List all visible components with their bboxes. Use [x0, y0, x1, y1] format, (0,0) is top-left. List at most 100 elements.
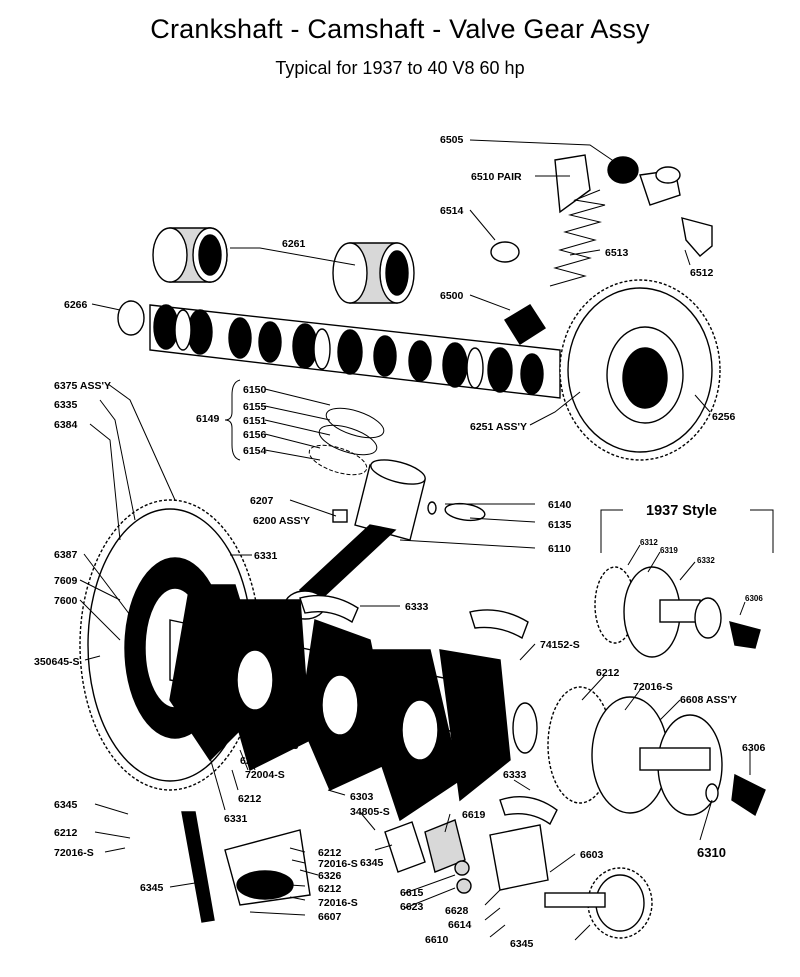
callout-6500: 6500 [440, 290, 464, 302]
callout-6628: 6607 [318, 911, 342, 923]
callout-6212-c: 72016-S [318, 858, 358, 870]
callout-6310: 72016-S [633, 681, 673, 693]
callout-labels: 6505 6510 PAIR 6514 6513 6512 6261 6500 … [34, 134, 766, 950]
callout-6333-right: 6333 [503, 769, 527, 781]
callout-6151: 6151 [243, 415, 267, 427]
oil-screen-cover [384, 821, 426, 873]
callout-6331-lower: 6331 [224, 813, 248, 825]
callout-6154: 6154 [243, 445, 267, 457]
callout-6514: 6514 [440, 205, 464, 217]
callout-6207: 6207 [250, 495, 274, 507]
callout-6211: 6211 [240, 755, 263, 767]
main-bearing-right [469, 609, 529, 640]
callout-6333-upper: 6333 [405, 601, 429, 613]
callout-6331-upper: 6331 [254, 550, 278, 562]
callout-6266: 6266 [64, 299, 88, 311]
valve-spring [549, 189, 606, 287]
inset-1937-style [594, 509, 774, 658]
callout-6261: 6261 [282, 238, 306, 250]
callout-6384: 6384 [54, 419, 78, 431]
callout-6623: 72016-S [318, 897, 358, 909]
page-subtitle: Typical for 1937 to 40 V8 60 hp [275, 58, 525, 78]
inset-callout-6319: 6306 [745, 594, 763, 603]
callout-6608: 6345 [510, 938, 534, 950]
callout-6505: 6505 [440, 134, 464, 146]
inset-callout-6312: 6332 [697, 556, 715, 565]
callout-72004: 72004-S [245, 769, 285, 781]
callout-6212-b: 6212 [54, 827, 78, 839]
inset-heading: 1937 Style [646, 503, 717, 519]
callout-6326: 6345 [140, 882, 164, 894]
callout-6387: 6387 [54, 549, 78, 561]
callout-34805: 34805-S [350, 806, 390, 818]
callout-6256: 6256 [712, 411, 736, 423]
crankshaft [169, 584, 538, 822]
callout-6345-c: 6628 [445, 905, 469, 917]
callout-6513: 6513 [605, 247, 629, 259]
callout-6303: 6303 [350, 791, 374, 803]
oil-pump-body-right [489, 824, 549, 891]
rod-bushing [332, 509, 348, 523]
callout-72016-c: 6610 [425, 934, 449, 946]
callout-6615: 6212 [318, 883, 342, 895]
callout-6510: 6510 PAIR [471, 171, 522, 183]
callout-6610: 6623 [400, 901, 424, 913]
callout-6607: 6345 [360, 857, 384, 869]
inset-callout-6310: 6319 [660, 546, 678, 555]
callout-6332: 6310 [697, 845, 726, 860]
crankshaft-gear-assy [547, 686, 766, 817]
callout-6333-lower: 6333 [275, 740, 299, 752]
callout-6212-d: 6614 [448, 919, 472, 931]
callout-6619: 6619 [462, 809, 486, 821]
camshaft-bearing-left [152, 227, 228, 283]
callout-6306: 6212 [596, 667, 620, 679]
camshaft-gear [559, 279, 721, 461]
callout-6319: 6306 [742, 742, 766, 754]
valve-lock-clip [681, 217, 713, 257]
camshaft [149, 304, 561, 399]
inset-gear-assy [594, 566, 761, 658]
callout-74152: 74152-S [540, 639, 580, 651]
callout-6149: 6149 [196, 413, 220, 425]
callout-7609: 7609 [54, 575, 78, 587]
callout-350645: 350645-S [34, 656, 80, 668]
callout-6110: 6110 [548, 543, 571, 555]
callout-6512: 6512 [690, 267, 714, 279]
callout-6375: 6375 ASS'Y [54, 380, 111, 392]
pin-lock [427, 501, 437, 515]
callout-72016-b: 6326 [318, 870, 342, 882]
leader-lines [79, 139, 751, 941]
camshaft-plug [117, 300, 145, 336]
callout-6335: 6335 [54, 399, 78, 411]
callout-6150: 6150 [243, 384, 267, 396]
callout-6156: 6156 [243, 429, 267, 441]
valve-tappet [504, 304, 546, 345]
gear-washer [705, 783, 719, 803]
callout-6155: 6155 [243, 401, 267, 413]
inset-callout-6306: 6312 [640, 538, 658, 547]
callout-72016-a: 72016-S [54, 847, 94, 859]
valve-lifter-pair [554, 154, 639, 214]
piston-rings [308, 407, 385, 476]
callout-6345-a: 6345 [54, 799, 78, 811]
distributor-drive-gear [544, 867, 653, 939]
page-title: Crankshaft - Camshaft - Valve Gear Assy [150, 14, 650, 44]
camshaft-bearing-right [332, 242, 415, 304]
oil-pump-shaft [181, 811, 215, 923]
callout-6140: 6140 [548, 499, 572, 511]
oil-pump-gears [454, 860, 472, 894]
callout-6212-a: 6212 [238, 793, 262, 805]
piston-pin [444, 502, 486, 522]
main-bearing-center [499, 796, 558, 826]
callout-6135: 6135 [548, 519, 572, 531]
callout-6251: 6251 ASS'Y [470, 421, 527, 433]
piston-and-connecting-rod [284, 459, 426, 620]
callout-6312: 6608 ASS'Y [680, 694, 737, 706]
callout-6345-b: 6212 [318, 847, 342, 859]
callout-6200: 6200 ASS'Y [253, 515, 310, 527]
callout-6614: 6615 [400, 887, 424, 899]
valve-guide [639, 166, 681, 206]
callout-6603: 6603 [580, 849, 604, 861]
callout-7600: 7600 [54, 595, 78, 607]
